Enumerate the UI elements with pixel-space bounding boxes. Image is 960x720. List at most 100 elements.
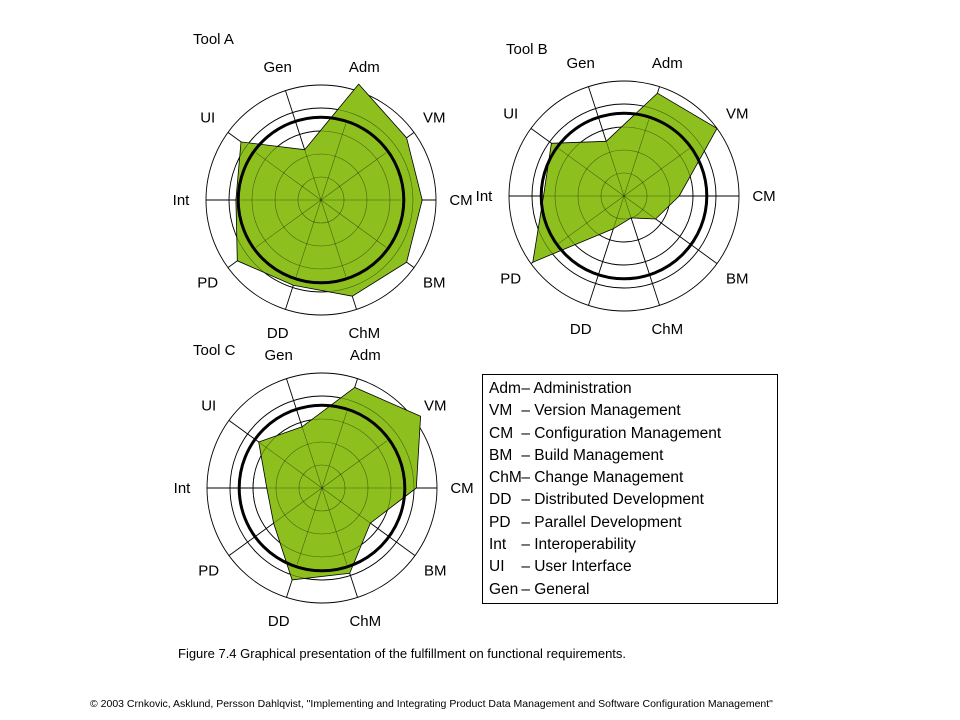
- axis-spoke-overlay: [623, 119, 650, 197]
- axis-spoke-overlay: [256, 440, 323, 489]
- grid-ring-overlay: [600, 172, 648, 220]
- axis-label-cm: CM: [449, 192, 472, 209]
- tool-b-title: Tool B: [506, 41, 548, 58]
- data-polygon: [532, 92, 718, 263]
- axis-label-vm: VM: [423, 110, 446, 127]
- axis-label-cm: CM: [450, 480, 473, 497]
- axis-label-adm: Adm: [652, 55, 683, 72]
- axis-spoke-overlay: [623, 195, 650, 273]
- axis-spoke-overlay: [558, 148, 625, 197]
- axis-spoke-overlay: [320, 123, 347, 201]
- legend-abbr: VM: [489, 402, 513, 420]
- legend-desc: – Distributed Development: [521, 491, 704, 509]
- target-circle: [237, 403, 407, 573]
- axis-label-dd: DD: [268, 613, 290, 630]
- axis-label-gen: Gen: [264, 59, 292, 76]
- grid-ring-overlay: [274, 153, 368, 247]
- legend-desc: – Administration: [521, 380, 632, 397]
- legend-box: Adm – Administration VM – Version Manage…: [482, 374, 778, 604]
- axis-spoke-overlay: [558, 195, 625, 244]
- axis-spoke-overlay: [255, 199, 322, 248]
- axis-label-ui: UI: [200, 110, 215, 127]
- axis-label-chm: ChM: [349, 613, 381, 630]
- axis-label-adm: Adm: [349, 59, 380, 76]
- grid-ring-overlay: [228, 107, 414, 293]
- grid-ring-overlay: [531, 103, 717, 289]
- axis-spoke-overlay: [320, 199, 387, 248]
- grid-ring-overlay: [251, 130, 391, 270]
- axis-spoke-overlay: [296, 487, 323, 565]
- legend-abbr: Int: [489, 536, 507, 554]
- axis-spoke-overlay: [295, 199, 322, 277]
- grid-ring-overlay: [275, 441, 369, 535]
- axis-label-ui: UI: [201, 398, 216, 415]
- grid-ring-overlay: [252, 418, 392, 558]
- data-polygon: [235, 83, 423, 297]
- figure-caption: Figure 7.4 Graphical presentation of the…: [178, 646, 627, 661]
- axis-label-cm: CM: [752, 188, 775, 205]
- grid-ring-overlay: [554, 126, 694, 266]
- legend-row: Gen – General: [489, 579, 777, 601]
- axis-label-pd: PD: [197, 274, 218, 291]
- axis-label-bm: BM: [424, 562, 447, 579]
- axis-spoke-overlay: [255, 152, 322, 201]
- axis-label-int: Int: [173, 192, 191, 209]
- axis-spoke-overlay: [256, 487, 323, 536]
- tool-a-title: Tool A: [193, 31, 234, 48]
- legend-row: Int – Interoperability: [489, 534, 777, 556]
- legend-row: CM – Configuration Management: [489, 423, 777, 445]
- legend-desc: – Build Management: [521, 446, 664, 464]
- legend-abbr: Gen: [489, 580, 519, 598]
- axis-spoke-overlay: [598, 119, 625, 197]
- target-circle: [539, 111, 709, 281]
- axis-spoke-overlay: [320, 199, 347, 277]
- axis-spoke-overlay: [321, 411, 348, 489]
- tool-c-title: Tool C: [193, 342, 236, 359]
- legend-row: DD – Distributed Development: [489, 489, 777, 511]
- axis-label-chm: ChM: [651, 321, 683, 338]
- legend-abbr: UI: [489, 558, 505, 576]
- axis-label-bm: BM: [423, 274, 446, 291]
- legend-abbr: DD: [489, 491, 512, 509]
- legend-row: Adm – Administration: [489, 378, 777, 400]
- axis-label-dd: DD: [267, 325, 289, 342]
- axis-label-adm: Adm: [350, 347, 381, 364]
- legend-desc: – Parallel Development: [521, 513, 682, 531]
- axis-label-pd: PD: [500, 270, 521, 287]
- legend-abbr: CM: [489, 424, 514, 442]
- axis-spoke-overlay: [321, 487, 388, 536]
- axis-label-vm: VM: [424, 398, 447, 415]
- axis-label-dd: DD: [570, 321, 592, 338]
- axis-spoke-overlay: [623, 195, 690, 244]
- axis-label-ui: UI: [503, 106, 518, 123]
- data-polygon: [258, 386, 422, 581]
- axis-label-gen: Gen: [265, 347, 293, 364]
- target-circle: [236, 115, 406, 285]
- grid-ring-overlay: [229, 395, 415, 581]
- legend-abbr: BM: [489, 446, 513, 464]
- grid-ring-overlay: [298, 464, 346, 512]
- axis-spoke-overlay: [320, 152, 387, 201]
- axis-label-pd: PD: [198, 562, 219, 579]
- axis-spoke-overlay: [321, 487, 348, 565]
- legend-row: PD – Parallel Development: [489, 512, 777, 534]
- legend-row: VM – Version Management: [489, 400, 777, 422]
- copyright-footer: © 2003 Crnkovic, Asklund, Persson Dahlqv…: [90, 698, 773, 710]
- grid-ring-overlay: [297, 176, 345, 224]
- legend-row: BM – Build Management: [489, 445, 777, 467]
- axis-spoke-overlay: [598, 195, 625, 273]
- axis-label-gen: Gen: [567, 55, 595, 72]
- legend-desc: – Change Management: [521, 469, 684, 487]
- legend-abbr: PD: [489, 513, 511, 531]
- legend-abbr: Adm: [489, 380, 521, 397]
- axis-spoke-overlay: [321, 440, 388, 489]
- axis-spoke-overlay: [296, 411, 323, 489]
- legend-desc: – Configuration Management: [521, 424, 722, 442]
- legend-desc: – Version Management: [521, 402, 681, 420]
- axis-label-vm: VM: [726, 106, 749, 123]
- axis-spoke-overlay: [623, 148, 690, 197]
- legend-desc: – User Interface: [521, 558, 632, 576]
- axis-label-int: Int: [476, 188, 494, 205]
